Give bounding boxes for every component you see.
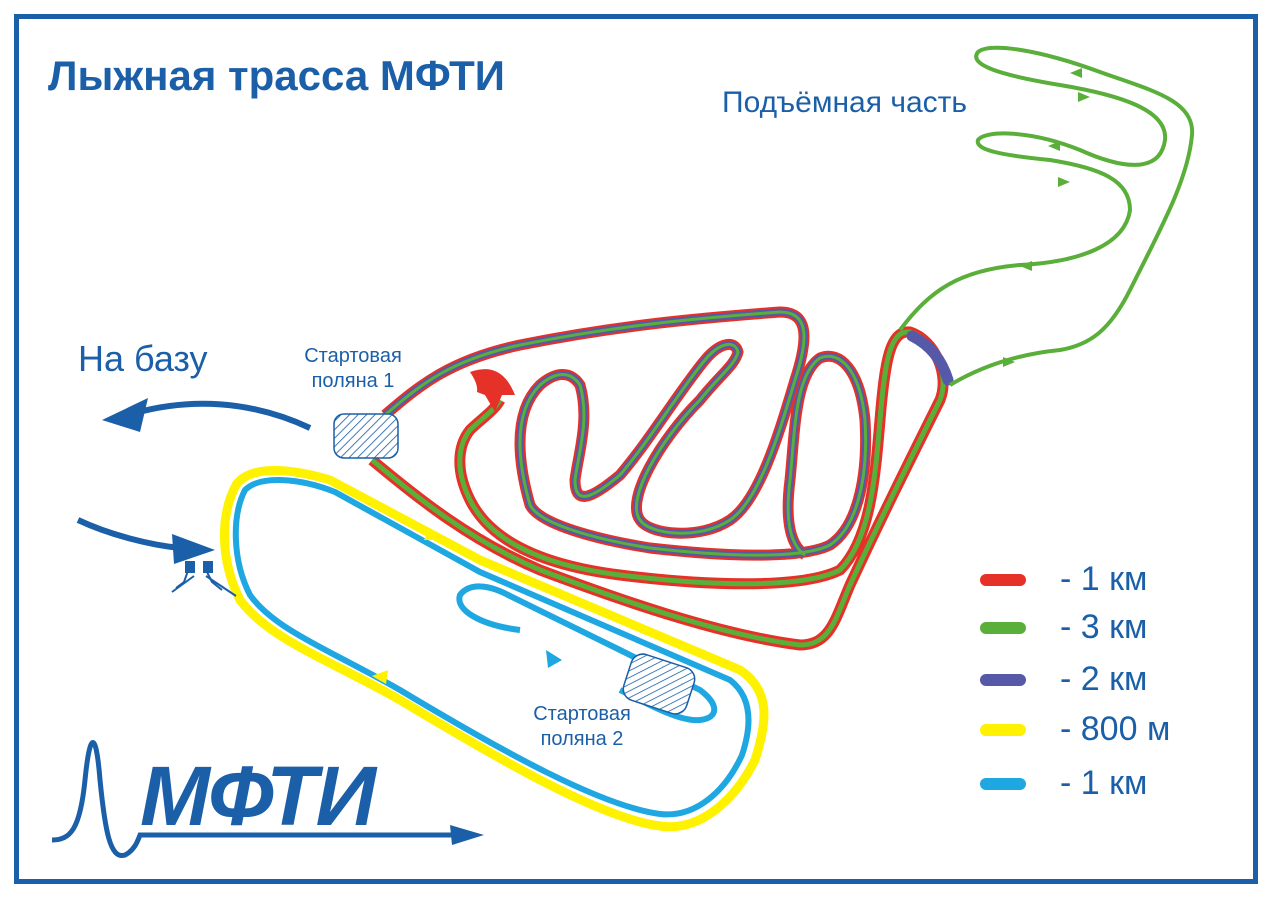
label-to-base: На базу: [78, 338, 208, 379]
label-start-area-1: Стартовая поляна 1: [296, 344, 410, 394]
legend-label-green: - 3 км: [1060, 608, 1148, 646]
entry-arrow: [76, 517, 181, 551]
label-start-area-2-line2: поляна 2: [540, 728, 624, 750]
track-outer-return: [368, 326, 949, 651]
map-frame: [14, 14, 1258, 884]
legend-item-green: - 3 км: [980, 608, 1210, 648]
label-start-area-2-line1: Стартовая: [533, 703, 631, 725]
red-turn-arrow: [470, 369, 515, 412]
direction-arrows-loops: [372, 528, 562, 684]
skier-icon: [171, 561, 237, 597]
logo-arrowhead: [450, 825, 484, 845]
logo-pulse-icon: [51, 740, 455, 858]
label-start-area-1-line1: Стартовая: [304, 345, 402, 367]
entry-arrowhead: [172, 534, 215, 564]
legend-label-red: - 1 км: [1060, 560, 1148, 598]
legend-label-purple: - 2 км: [1060, 660, 1148, 698]
label-climb-section: Подъёмная часть: [722, 86, 968, 119]
direction-arrows-green: [1003, 68, 1090, 367]
legend-item-yellow: - 800 м: [980, 710, 1210, 750]
track-green-climb: [898, 45, 1195, 387]
label-start-area-1-line2: поляна 1: [311, 370, 395, 392]
to-base-arrow: [134, 400, 312, 431]
legend-swatch-yellow: [980, 724, 1026, 736]
legend-swatch-red: [980, 574, 1026, 586]
track-blue-inner-loop: [456, 583, 718, 724]
start-area-2: [622, 653, 696, 715]
legend-label-yellow: - 800 м: [1060, 710, 1171, 748]
legend-swatch-purple: [980, 674, 1026, 686]
logo-mipt: МФТИ: [140, 749, 376, 843]
legend-swatch-blue: [980, 778, 1026, 790]
track-main-loop: [381, 306, 872, 561]
track-yellow-800m: [220, 466, 769, 832]
legend-swatch-green: [980, 622, 1026, 634]
legend-item-red: - 1 км: [980, 560, 1210, 600]
track-blue-1km: [232, 477, 752, 818]
legend-item-blue: - 1 км: [980, 764, 1210, 804]
map-title: Лыжная трасса МФТИ: [48, 52, 505, 99]
legend-label-blue: - 1 км: [1060, 764, 1148, 802]
label-start-area-2: Стартовая поляна 2: [520, 702, 644, 752]
to-base-arrowhead: [102, 398, 148, 432]
track-purple-segment: [906, 330, 954, 386]
legend-item-purple: - 2 км: [980, 660, 1210, 700]
start-area-1: [333, 413, 399, 459]
